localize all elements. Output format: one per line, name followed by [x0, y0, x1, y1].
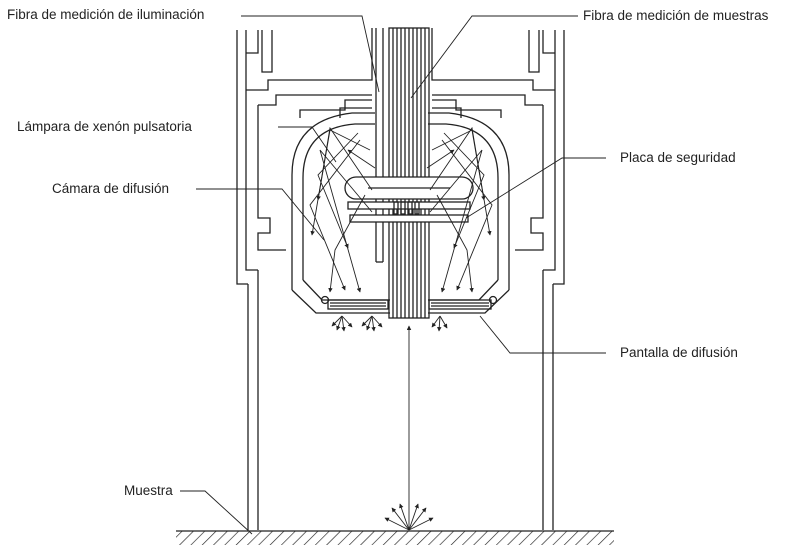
leader-diffusion-chamber: [196, 188, 325, 241]
leader-safety-plate: [465, 157, 606, 219]
housing-right: [431, 28, 565, 530]
leader-diffusion-screen: [479, 315, 606, 354]
label-sample: Muestra: [124, 483, 173, 498]
sample-reflection: [384, 325, 434, 531]
housing-left: [236, 28, 373, 530]
leader-illumination-fiber: [241, 15, 380, 93]
leader-xenon-lamp: [278, 126, 337, 163]
sample-surface: [176, 530, 614, 545]
xenon-lamp: [344, 176, 474, 200]
leader-sample-fiber: [410, 15, 578, 99]
light-rays-left: [309, 126, 376, 293]
leader-lines: [180, 15, 606, 535]
label-safety-plate: Placa de seguridad: [620, 150, 736, 165]
label-sample-fiber: Fibra de medición de muestras: [583, 8, 769, 23]
label-illumination-fiber: Fibra de medición de iluminación: [7, 7, 205, 22]
leader-sample: [180, 490, 253, 535]
diffused-light: [331, 315, 448, 332]
safety-plate: [347, 201, 471, 223]
sample-fiber-bundle: [388, 27, 430, 319]
label-xenon-lamp: Lámpara de xenón pulsatoria: [17, 119, 192, 134]
light-rays-right: [426, 126, 493, 293]
label-diffusion-screen: Pantalla de difusión: [620, 345, 738, 360]
label-diffusion-chamber: Cámara de difusión: [52, 181, 170, 196]
illumination-fiber: [375, 28, 384, 263]
